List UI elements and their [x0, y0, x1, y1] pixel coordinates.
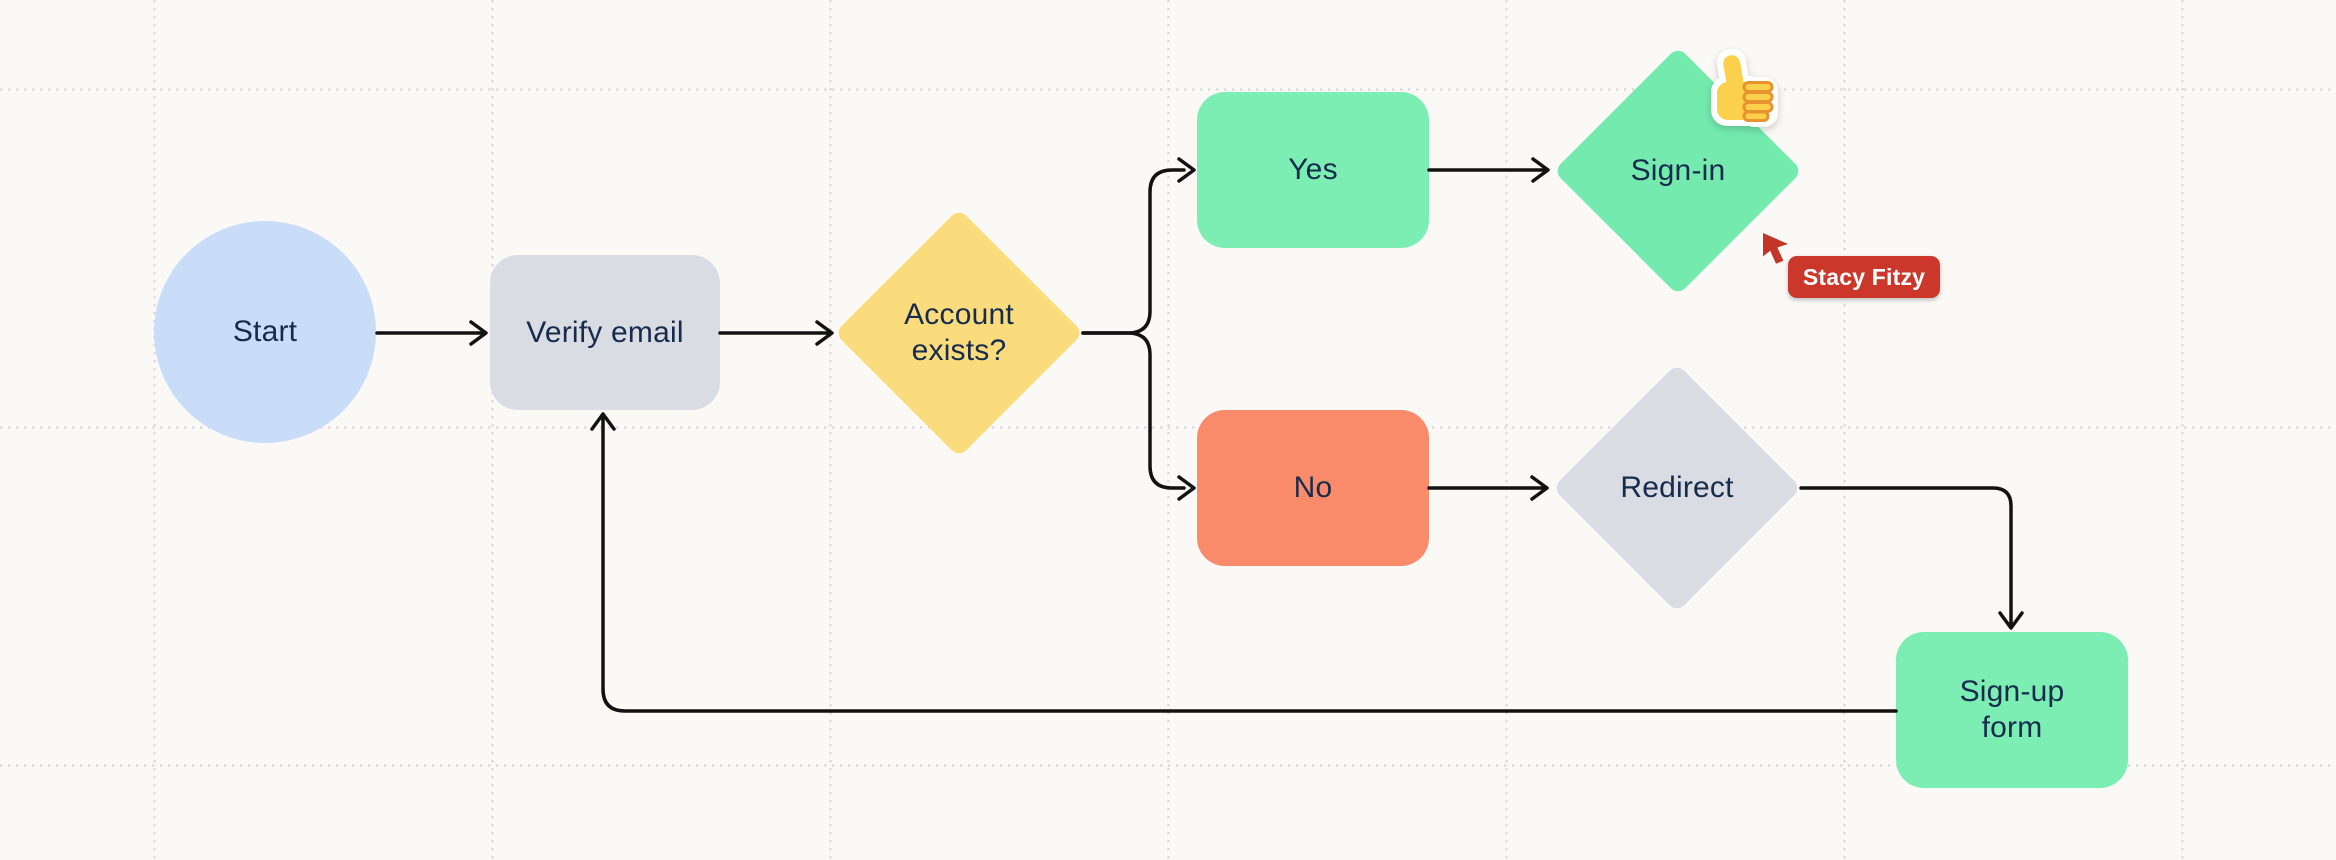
node-no[interactable]	[1197, 410, 1429, 566]
collaborator-name: Stacy Fitzy	[1802, 263, 1926, 290]
edge-no-to-redirect[interactable]	[1427, 475, 1549, 501]
edge-redirect-to-sign-up-form[interactable]	[1799, 486, 2024, 630]
node-account-exists-label: Account exists?	[904, 298, 1014, 367]
node-sign-up-form-label: Sign-up form	[1959, 675, 2065, 744]
node-sign-up-form[interactable]	[1896, 632, 2128, 788]
node-sign-in-label: Sign-in	[1630, 154, 1726, 187]
thumbs-up-icon	[1711, 48, 1778, 127]
edge-account-to-yes[interactable]	[1081, 157, 1196, 335]
edge-yes-to-sign-in[interactable]	[1427, 157, 1550, 183]
collaborator-name-tag: Stacy Fitzy	[1788, 256, 1940, 298]
edge-start-to-verify-email[interactable]	[375, 320, 488, 346]
node-start[interactable]	[154, 221, 376, 443]
node-yes[interactable]	[1197, 92, 1429, 248]
node-start-label: Start	[232, 315, 298, 348]
edge-verify-email-to-account[interactable]	[718, 320, 834, 346]
node-yes-label: Yes	[1288, 153, 1338, 186]
node-verify-email[interactable]	[490, 255, 720, 410]
node-redirect-label: Redirect	[1620, 471, 1734, 504]
node-no-label: No	[1293, 471, 1333, 504]
node-verify-email-label: Verify email	[526, 316, 684, 349]
edge-account-to-no[interactable]	[1081, 331, 1196, 501]
edge-sign-up-form-to-verify-email[interactable]	[590, 412, 1898, 713]
collaborator-cursor-icon	[1763, 233, 1788, 264]
